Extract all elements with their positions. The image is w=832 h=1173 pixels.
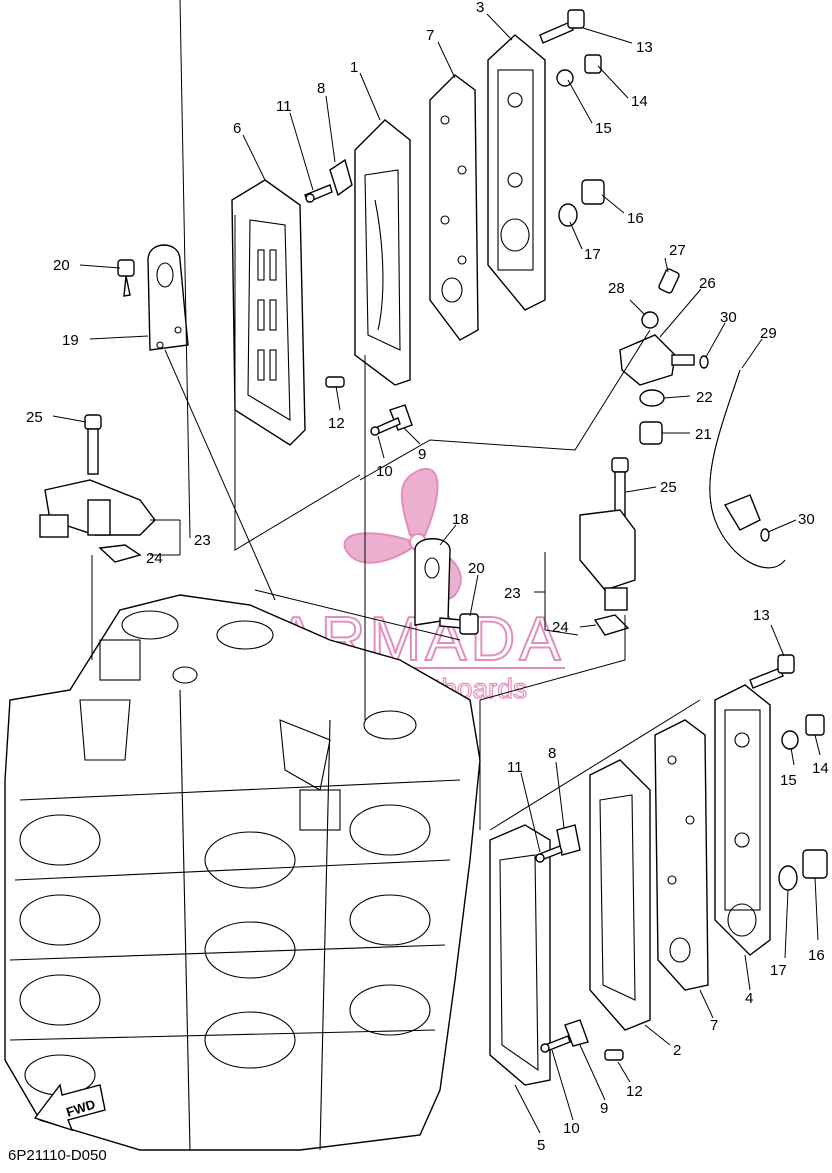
- clip-30-lower: [723, 494, 761, 531]
- callout-30: 30: [720, 309, 737, 326]
- bolt-20-upper: [117, 259, 135, 297]
- bolt-25-right: [611, 457, 629, 518]
- callout-24: 24: [146, 550, 163, 567]
- assembly-lines: [91, 215, 701, 831]
- callout-8: 8: [548, 745, 556, 762]
- callout-12: 12: [626, 1083, 643, 1100]
- clip-9-lower: [564, 1019, 589, 1047]
- pin-12-lower: [604, 1049, 624, 1061]
- callout-17: 17: [584, 246, 601, 263]
- washer-15-lower: [781, 730, 799, 750]
- gasket-lower: [489, 824, 551, 1086]
- gasket-24-right: [593, 614, 630, 636]
- clip-30-lower-ring: [760, 528, 770, 542]
- outer-cover-upper: [487, 34, 546, 311]
- callout-20: 20: [468, 560, 485, 577]
- bracket-8-upper: [329, 158, 353, 197]
- bolt-27: [658, 268, 680, 294]
- plate-18: [414, 538, 451, 626]
- callout-18: 18: [452, 511, 469, 528]
- callout-5: 5: [537, 1137, 545, 1154]
- callout-19: 19: [62, 332, 79, 349]
- washer-17-upper: [558, 203, 578, 227]
- callout-29: 29: [760, 325, 777, 342]
- callout-22: 22: [696, 389, 713, 406]
- callout-16: 16: [627, 210, 644, 227]
- callout-7: 7: [710, 1017, 718, 1034]
- callout-14: 14: [631, 93, 648, 110]
- callout-26: 26: [699, 275, 716, 292]
- bolt-11-lower: [535, 845, 563, 863]
- gasket-outer-lower: [654, 719, 709, 991]
- bolt-13-upper: [539, 9, 585, 44]
- screw-10-upper: [370, 417, 401, 436]
- bolt-13-lower: [749, 654, 795, 689]
- callout-labels: 3 13 7 1 14 8 11 15 6 16 17 27 20 28 26 …: [26, 0, 829, 1154]
- sensor-23-right: [579, 509, 636, 611]
- washer-17-lower: [778, 865, 798, 891]
- callout-20: 20: [53, 257, 70, 274]
- fwd-arrow-icon: FWD: [33, 1083, 106, 1132]
- callout-30: 30: [798, 511, 815, 528]
- washer-22: [639, 389, 665, 407]
- callout-7: 7: [426, 27, 434, 44]
- bolt-20-lower: [439, 613, 479, 635]
- callout-15: 15: [780, 772, 797, 789]
- callout-17: 17: [770, 962, 787, 979]
- callout-8: 8: [317, 80, 325, 97]
- callout-23: 23: [504, 585, 521, 602]
- fitting-26: [619, 334, 695, 386]
- callout-28: 28: [608, 280, 625, 297]
- leader-lines: [52, 0, 821, 1134]
- hose-29-inner: [709, 369, 786, 569]
- washer-28: [641, 311, 659, 329]
- sensor-23-left: [39, 479, 156, 538]
- callout-11: 11: [276, 98, 292, 115]
- callout-23: 23: [194, 532, 211, 549]
- callout-13: 13: [753, 607, 770, 624]
- callout-4: 4: [745, 990, 753, 1007]
- callout-1: 1: [350, 59, 358, 76]
- clip-30-upper: [699, 355, 709, 369]
- callout-27: 27: [669, 242, 686, 259]
- exhaust-cover-lower: [589, 759, 651, 1031]
- gasket-outer-upper: [429, 74, 479, 341]
- callout-9: 9: [418, 446, 426, 463]
- washer-15-upper: [556, 69, 574, 87]
- callout-24: 24: [552, 619, 569, 636]
- bolt-14-lower: [805, 714, 825, 736]
- callout-12: 12: [328, 415, 345, 432]
- callout-25: 25: [26, 409, 43, 426]
- callout-11: 11: [507, 759, 523, 776]
- callout-10: 10: [563, 1120, 580, 1137]
- plug-21: [639, 421, 663, 445]
- plug-16-lower: [802, 849, 828, 879]
- diagram-code: 6P21110-D050: [8, 1147, 107, 1164]
- callout-13: 13: [636, 39, 653, 56]
- bolt-25-left: [84, 414, 102, 475]
- callout-16: 16: [808, 947, 825, 964]
- callout-10: 10: [376, 463, 393, 480]
- callout-15: 15: [595, 120, 612, 137]
- callout-25: 25: [660, 479, 677, 496]
- gasket-24-left: [98, 544, 142, 563]
- hose-29: [709, 369, 786, 569]
- screw-10-lower: [540, 1035, 571, 1053]
- plug-16-upper: [581, 179, 605, 205]
- callout-6: 6: [233, 120, 241, 137]
- cylinder-block: [4, 594, 481, 1151]
- exhaust-cover-upper: [354, 119, 411, 386]
- pin-12-upper: [325, 376, 345, 388]
- bracket-19: [147, 244, 189, 351]
- bolt-11-upper: [304, 184, 333, 203]
- outer-cover-lower: [714, 684, 771, 956]
- callout-3: 3: [476, 0, 484, 16]
- callout-2: 2: [673, 1042, 681, 1059]
- callout-21: 21: [695, 426, 712, 443]
- callout-14: 14: [812, 760, 829, 777]
- bolt-14-upper: [584, 54, 602, 74]
- callout-9: 9: [600, 1100, 608, 1117]
- gasket-upper: [231, 179, 306, 446]
